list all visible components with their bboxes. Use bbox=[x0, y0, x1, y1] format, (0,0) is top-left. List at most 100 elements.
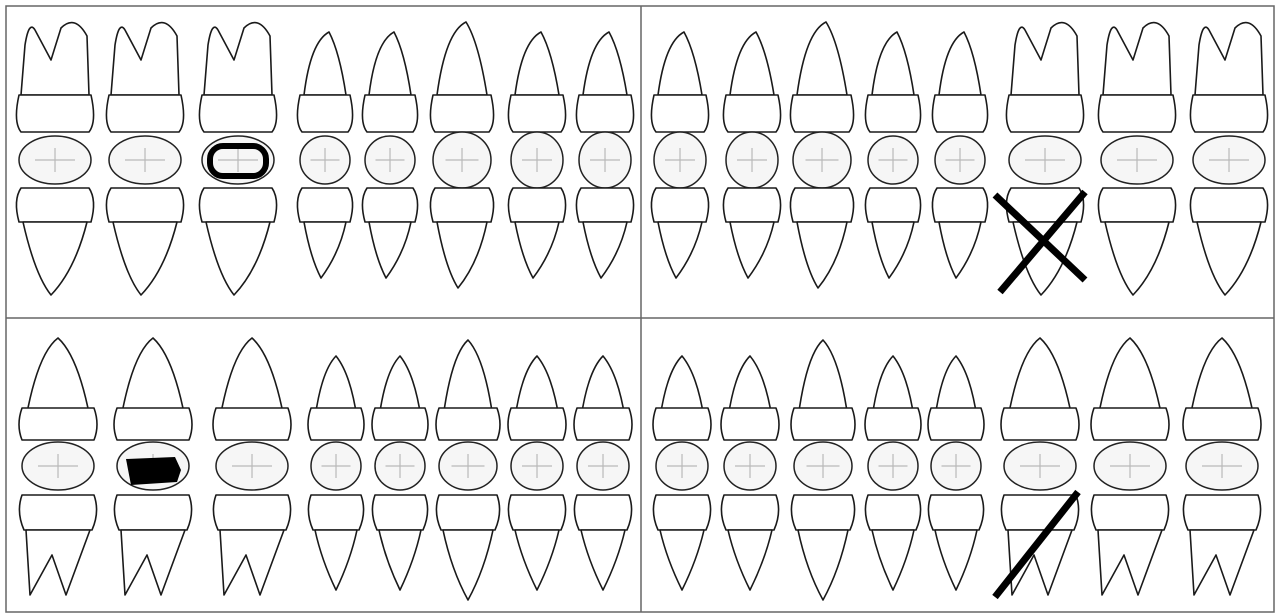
buccal-crown bbox=[199, 95, 276, 132]
buccal-crown bbox=[574, 495, 631, 530]
lingual-crown bbox=[436, 408, 500, 440]
tooth-molar bbox=[1006, 23, 1083, 295]
lingual-crown bbox=[19, 408, 97, 440]
crown-root bbox=[21, 23, 89, 95]
lingual-crown bbox=[1190, 188, 1267, 222]
lingual-root bbox=[797, 222, 847, 288]
buccal-crown bbox=[308, 495, 363, 530]
buccal-crown bbox=[1183, 495, 1260, 530]
tooth-canine bbox=[790, 22, 853, 288]
buccal-crown bbox=[508, 95, 565, 132]
lingual-crown bbox=[928, 408, 984, 440]
lingual-root bbox=[658, 222, 702, 278]
tooth-canine bbox=[791, 340, 855, 600]
teeth-layer bbox=[16, 22, 1267, 600]
tooth-canine bbox=[430, 22, 493, 288]
buccal-root bbox=[728, 530, 772, 590]
lingual-crown bbox=[1001, 408, 1079, 440]
quadrant-lower-left bbox=[653, 338, 1261, 600]
tooth-incisor bbox=[721, 356, 779, 590]
buccal-crown bbox=[19, 495, 96, 530]
buccal-crown bbox=[932, 95, 987, 132]
lingual-crown bbox=[576, 188, 633, 222]
tooth-premolar bbox=[308, 356, 364, 590]
buccal-crown bbox=[1091, 495, 1168, 530]
tooth-incisor bbox=[576, 32, 633, 278]
buccal-root bbox=[443, 530, 493, 600]
lingual-crown bbox=[297, 188, 352, 222]
tooth-premolar bbox=[932, 32, 987, 278]
buccal-crown bbox=[651, 95, 708, 132]
buccal-crown bbox=[16, 95, 93, 132]
lingual-crown bbox=[653, 408, 711, 440]
tooth-molar bbox=[19, 338, 97, 595]
buccal-crown bbox=[721, 495, 778, 530]
lingual-root bbox=[26, 338, 90, 418]
lingual-crown bbox=[651, 188, 708, 222]
buccal-crown bbox=[430, 95, 493, 132]
buccal-crown bbox=[1098, 95, 1175, 132]
lingual-crown bbox=[213, 408, 291, 440]
lingual-root bbox=[113, 222, 177, 295]
buccal-crown bbox=[213, 495, 290, 530]
buccal-crown bbox=[508, 495, 565, 530]
crown-root bbox=[1103, 23, 1171, 95]
tooth-molar bbox=[213, 338, 291, 595]
crown-root bbox=[1011, 23, 1079, 95]
tooth-incisor bbox=[574, 356, 632, 590]
lingual-crown bbox=[430, 188, 493, 222]
buccal-root bbox=[1190, 530, 1254, 595]
buccal-crown bbox=[114, 495, 191, 530]
tooth-molar bbox=[1190, 23, 1267, 295]
lingual-root bbox=[23, 222, 87, 295]
lingual-crown bbox=[372, 408, 428, 440]
lingual-crown bbox=[721, 408, 779, 440]
tooth-molar bbox=[1183, 338, 1261, 595]
tooth-incisor bbox=[653, 356, 711, 590]
lingual-root bbox=[304, 222, 346, 278]
tooth-premolar bbox=[928, 356, 984, 590]
buccal-crown bbox=[791, 495, 854, 530]
filled-restoration-mark bbox=[126, 457, 181, 485]
tooth-molar bbox=[1001, 338, 1079, 595]
crown-root bbox=[204, 23, 272, 95]
lingual-crown bbox=[865, 188, 920, 222]
buccal-crown bbox=[1001, 495, 1078, 530]
lingual-crown bbox=[574, 408, 632, 440]
buccal-crown bbox=[362, 95, 417, 132]
buccal-root bbox=[379, 530, 421, 590]
crown-root bbox=[111, 23, 179, 95]
buccal-root bbox=[515, 530, 559, 590]
buccal-crown bbox=[723, 95, 780, 132]
buccal-crown bbox=[1006, 95, 1083, 132]
quadrant-grid bbox=[6, 6, 1274, 612]
buccal-crown bbox=[297, 95, 352, 132]
lingual-crown bbox=[790, 188, 853, 222]
buccal-root bbox=[660, 530, 704, 590]
lingual-crown bbox=[1098, 188, 1175, 222]
tooth-canine bbox=[436, 340, 500, 600]
buccal-root bbox=[220, 530, 284, 595]
lingual-root bbox=[437, 222, 487, 288]
crown-root bbox=[658, 32, 702, 95]
tooth-molar bbox=[16, 23, 93, 295]
lingual-root bbox=[1098, 338, 1162, 418]
buccal-crown bbox=[928, 495, 983, 530]
lingual-root bbox=[583, 222, 627, 278]
lingual-root bbox=[206, 222, 270, 295]
tooth-premolar bbox=[372, 356, 428, 590]
lingual-crown bbox=[791, 408, 855, 440]
lingual-root bbox=[1105, 222, 1169, 295]
tooth-premolar bbox=[865, 356, 921, 590]
lingual-crown bbox=[16, 188, 93, 222]
lingual-root bbox=[1197, 222, 1261, 295]
tooth-incisor bbox=[651, 32, 708, 278]
buccal-root bbox=[315, 530, 357, 590]
chart-frame bbox=[6, 6, 1274, 612]
lingual-crown bbox=[932, 188, 987, 222]
tooth-incisor bbox=[508, 32, 565, 278]
buccal-root bbox=[1098, 530, 1162, 595]
lingual-root bbox=[515, 222, 559, 278]
lingual-root bbox=[369, 222, 411, 278]
